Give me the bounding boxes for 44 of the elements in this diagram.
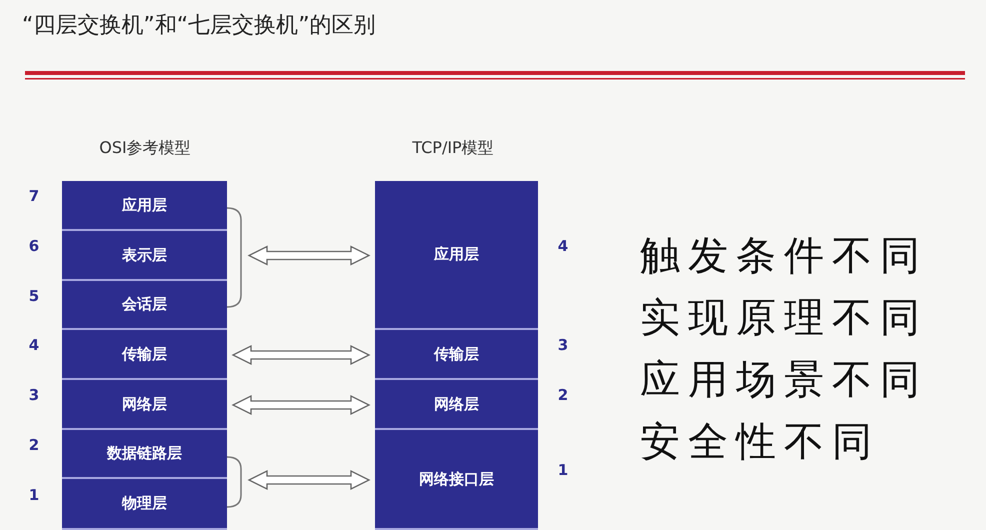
layer-number: 3 [556,336,570,354]
column-heading: OSI参考模型 [98,138,192,159]
layer-box [62,281,227,330]
layer-number: 4 [556,236,570,254]
layer-number: 1 [556,461,570,479]
layer-name: 会话层 [122,295,167,314]
layer-number: 2 [28,436,40,454]
layer-name: 表示层 [122,246,167,264]
layer-box [375,430,538,530]
layer-number: 5 [28,286,40,304]
layer-name: 传输层 [122,344,167,364]
layer-box [375,380,538,430]
double-arrow [248,470,370,490]
title: “四层交换机”和“七层交换机”的区别 [22,12,376,40]
layer-name: 数据链路层 [107,444,182,463]
layer-box [62,231,227,281]
layer-name: 传输层 [434,344,479,364]
layer-box [375,181,538,330]
layer-number: 4 [28,336,40,354]
layer-box [62,380,227,430]
note-text: 应用场景不同 [640,356,928,405]
note-text: 安全性不同 [640,418,880,467]
layer-box [62,181,227,231]
layer-box [62,430,227,479]
layer-box [375,330,538,380]
layer-number: 3 [28,386,40,404]
layer-number: 2 [556,386,570,404]
layer-number: 7 [28,187,40,205]
layer-name: 应用层 [122,196,167,214]
layer-name: 网络层 [434,394,479,414]
layer-box [62,479,227,530]
layer-box [62,330,227,380]
layer-number: 1 [28,486,40,504]
layer-number: 6 [28,237,40,255]
note-text: 触发条件不同 [640,232,928,281]
layer-name: 网络接口层 [419,470,494,488]
double-arrow [232,344,370,366]
note-text: 实现原理不同 [640,294,928,343]
double-arrow [232,394,370,416]
layer-name: 物理层 [122,494,167,513]
layer-name: 网络层 [122,394,167,414]
double-arrow [248,245,370,266]
layer-name: 应用层 [434,245,479,264]
column-heading: TCP/IP模型 [411,138,495,159]
